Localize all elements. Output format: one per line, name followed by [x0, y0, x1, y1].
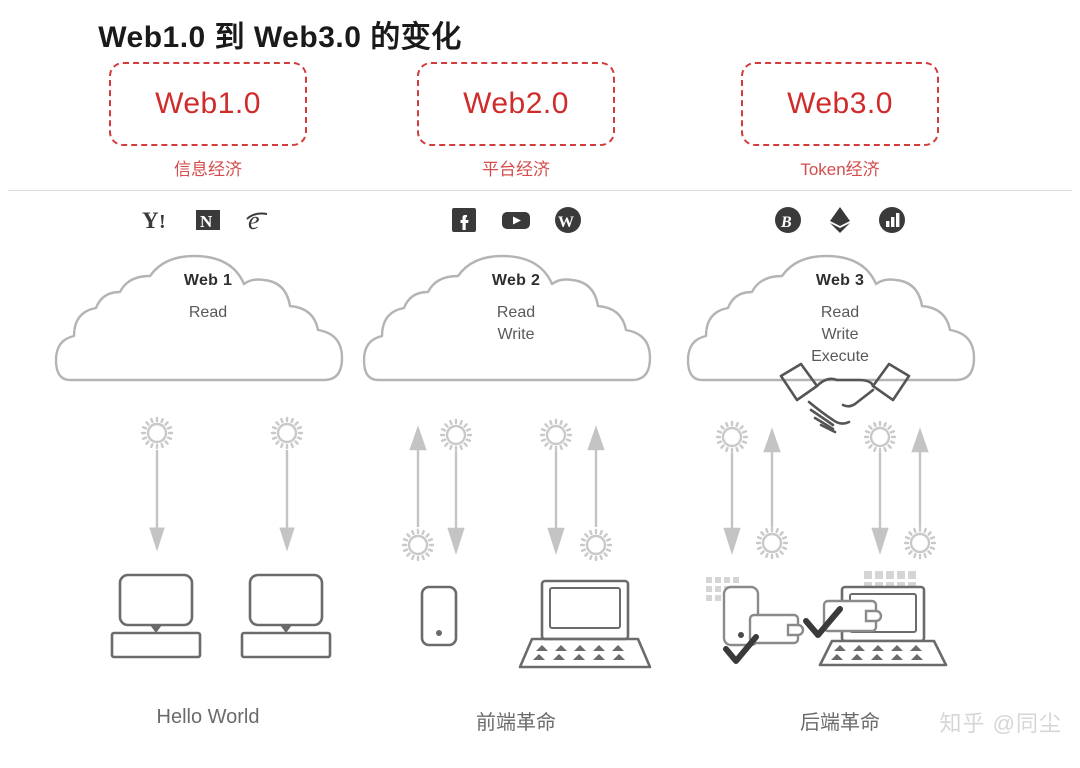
bitcoin-logo: B	[773, 205, 803, 235]
devices-web1	[52, 565, 364, 675]
laptop-icon	[518, 579, 652, 669]
section-divider	[8, 190, 1072, 191]
wordpress-logo: W	[553, 205, 583, 235]
cloud-web1: Web 1 Read	[52, 250, 364, 400]
economy-label: 信息经济	[174, 160, 242, 179]
era-label: Web1.0	[155, 87, 261, 120]
yahoo-logo: Y !	[141, 205, 171, 235]
column-web1: Web1.0 信息经济 Y ! N e	[28, 0, 388, 768]
desktop-computer-icon	[110, 573, 202, 659]
era-box-web1: Web1.0	[109, 62, 307, 146]
logo-row-web2: W	[417, 198, 615, 242]
column-web3: Web3.0 Token经济 B	[660, 0, 1020, 768]
caption-web2: 前端革命	[476, 712, 556, 734]
analytics-chart-logo	[877, 205, 907, 235]
flow-web2	[360, 415, 672, 565]
smartphone-wallet-icon	[706, 577, 805, 664]
devices-web3	[684, 565, 996, 675]
flow-web1	[52, 415, 364, 565]
facebook-logo	[449, 205, 479, 235]
cloud-web2: Web 2 Read Write	[360, 250, 672, 400]
caption-web3: 后端革命	[800, 712, 880, 734]
era-box-web2: Web2.0	[417, 62, 615, 146]
caption-web1: Hello World	[156, 706, 260, 728]
svg-text:Y: Y	[142, 208, 159, 233]
economy-label: Token经济	[800, 160, 880, 179]
youtube-logo	[501, 205, 531, 235]
smartphone-icon	[420, 585, 458, 647]
watermark: 知乎 @同尘	[939, 711, 1062, 736]
svg-text:N: N	[200, 212, 213, 231]
page-title: Web1.0 到 Web3.0 的变化	[98, 21, 462, 54]
era-label: Web3.0	[787, 87, 893, 120]
internet-explorer-logo: e	[245, 205, 275, 235]
desktop-computer-icon	[240, 573, 332, 659]
logo-row-web1: Y ! N e	[109, 198, 307, 242]
svg-text:e: e	[248, 206, 260, 235]
era-box-web3: Web3.0	[741, 62, 939, 146]
economy-label: 平台经济	[482, 160, 550, 179]
svg-text:B: B	[780, 214, 792, 231]
era-label: Web2.0	[463, 87, 569, 120]
logo-row-web3: B	[741, 198, 939, 242]
laptop-wallet-icon	[803, 571, 948, 667]
devices-web2	[360, 565, 672, 675]
ethereum-logo	[825, 205, 855, 235]
handshake-icon	[775, 358, 915, 438]
netscape-logo: N	[193, 205, 223, 235]
flow-web3	[684, 415, 996, 565]
column-web2: Web2.0 平台经济 W	[336, 0, 696, 768]
svg-text:W: W	[558, 214, 574, 231]
svg-text:!: !	[159, 211, 166, 233]
